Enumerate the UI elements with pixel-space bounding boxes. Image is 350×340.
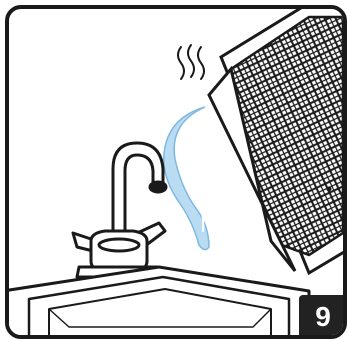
illustration-panel: 9 [5, 5, 347, 339]
faucet [73, 143, 166, 277]
step-number-badge: 9 [299, 295, 347, 339]
water-stream [164, 107, 209, 250]
sink [9, 267, 309, 335]
filter-unit [209, 9, 343, 273]
steam-icon [178, 45, 204, 79]
instruction-illustration [9, 9, 343, 335]
